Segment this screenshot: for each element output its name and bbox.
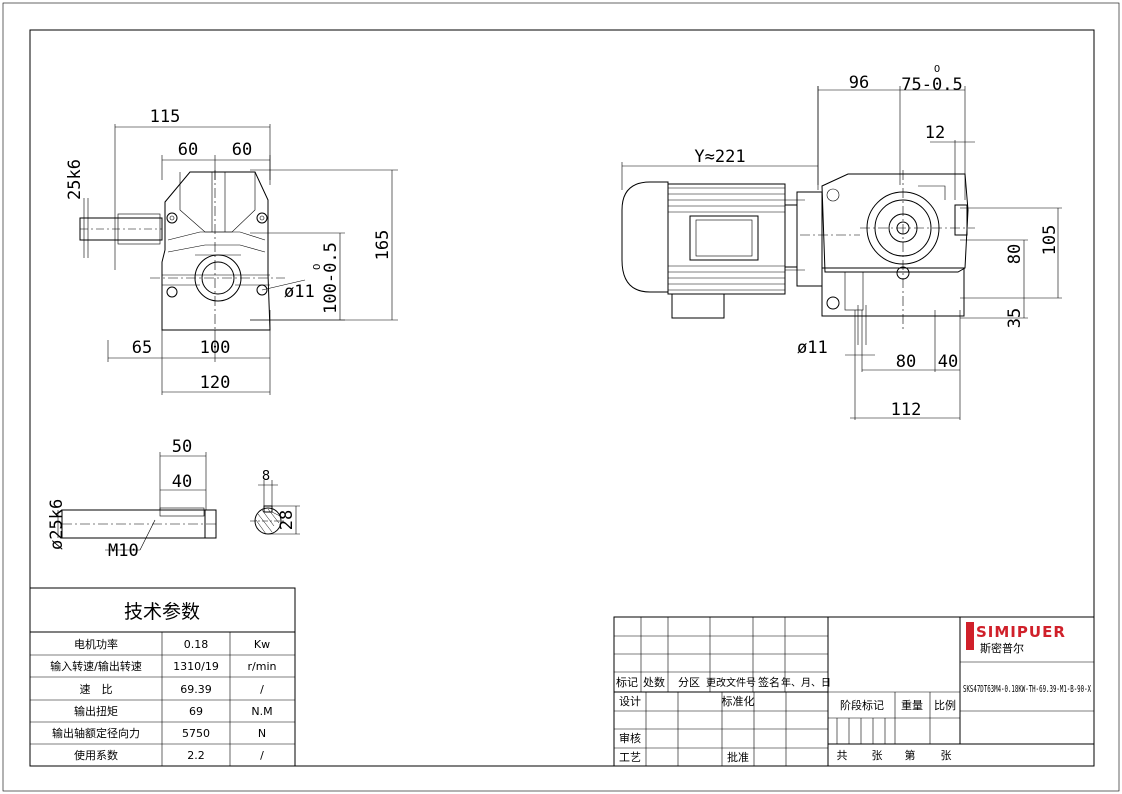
spec-unit-torque: N.M	[251, 705, 272, 718]
dim-105: 105	[1040, 225, 1060, 256]
dim-96: 96	[849, 73, 869, 93]
dim-y-221: Y≈221	[694, 147, 745, 167]
dim-8: 8	[262, 469, 270, 484]
tb-header-count: 处数	[643, 676, 665, 689]
dim-75-tol-upper: 0	[934, 64, 940, 75]
tb-stage-mark: 阶段标记	[840, 698, 884, 712]
tb-total: 共	[837, 749, 848, 762]
tb-sheets: 张	[872, 749, 883, 762]
dim-25k6-shaft: 25k6	[65, 159, 85, 200]
spec-label-service-factor: 使用系数	[74, 749, 118, 762]
dim-80-horizontal: 80	[896, 352, 916, 372]
dim-60-right: 60	[232, 140, 252, 160]
tb-process: 工艺	[619, 751, 641, 764]
dim-40-key: 40	[172, 472, 192, 492]
dim-112: 112	[891, 400, 922, 420]
brand-cn: 斯密普尔	[980, 641, 1024, 655]
tb-header-sign: 签名	[758, 675, 780, 689]
spec-unit-service-factor: /	[260, 749, 264, 762]
tb-review: 审核	[619, 731, 641, 745]
tb-header-change-doc: 更改文件号	[706, 676, 756, 689]
tb-approve: 批准	[727, 750, 749, 764]
shaft-detail: 50 40 ø25k6 M10 8 28	[47, 437, 300, 561]
dim-75-tol: 75-0.5	[901, 75, 962, 95]
spec-unit-ratio: /	[260, 683, 264, 696]
title-block: 标记 处数 分区 更改文件号 签名 年、月、日 设计 标准化 审核 工艺 批准 …	[613, 616, 1095, 767]
spec-label-torque: 输出扭矩	[74, 704, 118, 718]
dim-80-vertical: 80	[1005, 244, 1025, 264]
spec-label-speed: 输入转速/输出转速	[50, 659, 142, 673]
dim-50: 50	[172, 437, 192, 457]
dim-115: 115	[150, 107, 181, 127]
tb-header-mark: 标记	[616, 675, 638, 689]
spec-value-speed: 1310/19	[173, 660, 219, 673]
dim-100-tol: 100-0.5	[321, 242, 341, 314]
dim-100: 100	[200, 338, 231, 358]
spec-value-radial-force: 5750	[182, 727, 210, 740]
spec-table: 技术参数 电机功率 0.18 Kw 输入转速/输出转速 1310/19 r/mi…	[29, 587, 296, 767]
inner-border	[29, 29, 1095, 767]
tb-design: 设计	[619, 695, 641, 708]
dim-40: 40	[938, 352, 958, 372]
dim-12: 12	[925, 123, 945, 143]
dim-65: 65	[132, 338, 152, 358]
spec-label-ratio: 速 比	[80, 683, 113, 696]
tb-standardization: 标准化	[722, 694, 755, 708]
spec-value-ratio: 69.39	[180, 683, 212, 696]
dim-60-left: 60	[178, 140, 198, 160]
spec-unit-speed: r/min	[248, 660, 277, 673]
tb-model-number: SKS47DT63M4-0.18KW-TH-69.39-M1-B-90-X	[963, 684, 1091, 695]
tb-sheet-no: 第	[905, 748, 916, 762]
spec-unit-power: Kw	[254, 638, 270, 651]
spec-unit-radial-force: N	[258, 727, 266, 740]
side-view: 96 75-0.5 0 12 Y≈221 105 80 35 ø11 80 40…	[621, 64, 1062, 420]
tb-weight: 重量	[901, 698, 923, 712]
spec-label-radial-force: 输出轴额定径向力	[52, 726, 140, 740]
brand-logo-bar	[966, 622, 974, 650]
dim-165: 165	[373, 230, 393, 261]
front-view: 115 60 60 25k6 165 100-0.5 0 ø11 65 100 …	[65, 107, 398, 395]
tb-scale: 比例	[934, 698, 956, 712]
tb-header-date: 年、月、日	[781, 676, 831, 689]
tb-sheet-unit: 张	[941, 749, 952, 762]
dim-28: 28	[277, 510, 297, 530]
spec-table-title: 技术参数	[124, 601, 200, 623]
dim-100-tol-upper: 0	[312, 264, 323, 270]
dim-120: 120	[200, 373, 231, 393]
dim-d11-side: ø11	[797, 338, 828, 358]
spec-value-service-factor: 2.2	[187, 749, 205, 762]
tb-header-zone: 分区	[678, 676, 700, 689]
brand-logo: SIMIPUER	[976, 623, 1066, 641]
spec-value-torque: 69	[189, 705, 203, 718]
spec-value-power: 0.18	[184, 638, 209, 651]
dim-m10: M10	[108, 541, 139, 561]
spec-label-power: 电机功率	[74, 637, 118, 651]
dim-d11-front: ø11	[284, 282, 315, 302]
dim-d25k6-shaft: ø25k6	[47, 499, 67, 550]
dim-35: 35	[1005, 308, 1025, 328]
